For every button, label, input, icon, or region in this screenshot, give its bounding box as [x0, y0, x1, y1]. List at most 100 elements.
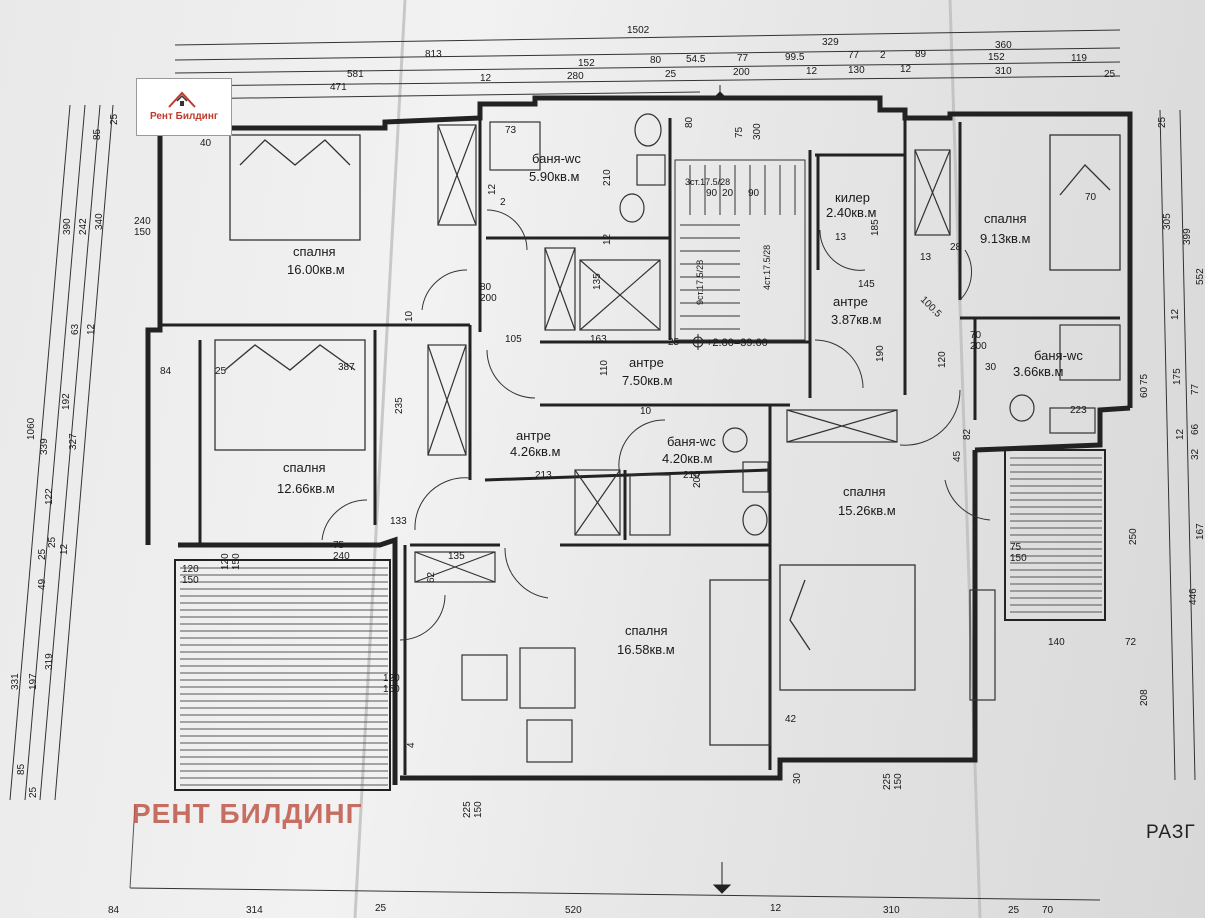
paper-fold [353, 0, 407, 918]
dim-label: 152 [988, 52, 1005, 63]
dim-label: 2 [880, 50, 886, 61]
dim-label: 63 [70, 323, 81, 335]
dim-label: 471 [330, 82, 347, 93]
dim-label: 25 [1157, 116, 1168, 128]
dim-label: 310 [995, 66, 1012, 77]
annotation-label: 387 [338, 362, 355, 373]
dim-label: 99.5 [785, 52, 805, 63]
dim-label: 340 [94, 213, 105, 230]
annotation-label: 13 [835, 232, 847, 243]
room-name: спалня [293, 244, 336, 259]
dim-label: 1060 [26, 417, 37, 440]
level-marker: +2.80=39.60 [690, 334, 768, 350]
paper-fold [948, 0, 982, 918]
dim-label: 175 [1172, 368, 1183, 385]
section-marker [710, 85, 732, 894]
bed-icon [779, 564, 916, 691]
logo-text: Рент Билдинг [149, 111, 219, 122]
dim-label: 85 [16, 763, 27, 775]
annotation-label: 225 [882, 773, 893, 790]
dim-label: 242 [78, 218, 89, 235]
annotation-label: 120 [937, 351, 948, 368]
dim-label: 66 [1190, 423, 1201, 435]
room-area: 15.26кв.м [838, 503, 896, 518]
door-size-label: 200 [970, 341, 987, 352]
dim-label: 12 [59, 543, 70, 555]
room-name: баня-wc [1034, 348, 1083, 363]
room-area: 12.66кв.м [277, 481, 335, 496]
annotation-label: 120 [383, 673, 400, 684]
dim-label: 12 [86, 323, 97, 335]
bed-icon [789, 579, 811, 651]
room-area: 4.20кв.м [662, 451, 713, 466]
dim-label: 12 [806, 66, 818, 77]
room-name: спалня [283, 460, 326, 475]
right-dimension-lines [1159, 109, 1196, 781]
room-name: килер [835, 190, 870, 205]
dim-label: 310 [883, 905, 900, 916]
annotation-label: 200 [692, 471, 703, 488]
annotation-label: 73 [505, 125, 517, 136]
bed-icon [224, 344, 356, 371]
room-labels: баня-wc 5.90кв.м спалня 16.00кв.м спалня… [277, 151, 1083, 657]
annotation-label: 12 [487, 183, 498, 195]
dim-label: 80 [650, 55, 662, 66]
room-name: антре [833, 294, 868, 309]
bed-icon [1059, 164, 1111, 196]
dim-label: 25 [1008, 905, 1020, 916]
dim-label: 54.5 [686, 54, 706, 65]
annotation-label: 213 [535, 470, 552, 481]
annotation-label: 225 [462, 801, 473, 818]
annotation-label: 133 [390, 516, 407, 527]
bottom-dimension-texts: 84 314 25 520 12 310 25 70 [108, 903, 1054, 916]
top-dimension-lines [174, 29, 1121, 100]
dim-label: 197 [28, 673, 39, 690]
dim-label: 319 [44, 653, 55, 670]
annotation-label: 240 [134, 216, 151, 227]
annotation-label: 25 [668, 337, 680, 348]
dim-label: 152 [578, 58, 595, 69]
annotation-label: 30 [792, 772, 803, 784]
balcony-right-stripes [1010, 457, 1102, 613]
dim-label: 85 [92, 128, 103, 140]
annotation-label: 120 [220, 553, 231, 570]
dim-label: 552 [1195, 268, 1205, 285]
annotation-label: 145 [858, 279, 875, 290]
site-boundary [129, 804, 136, 889]
annotation-label: 75 [1010, 542, 1022, 553]
annotation-label: 210 [683, 470, 700, 481]
outer-walls [145, 95, 1133, 785]
annotation-label: 4 [406, 742, 417, 748]
dim-label: 360 [995, 40, 1012, 51]
dim-label: 250 [1128, 528, 1139, 545]
dim-label: 25 [28, 786, 39, 798]
dim-label: 77 [1190, 383, 1201, 395]
room-area: 3.87кв.м [831, 312, 882, 327]
annotation-label: 70 [1085, 192, 1097, 203]
balcony-left-stripes [180, 567, 388, 786]
watermark: РЕНТ БИЛДИНГ [132, 798, 363, 829]
room-name: антре [629, 355, 664, 370]
dim-label: 167 [1195, 523, 1205, 540]
stair-label: 9ст.17.5/28 [695, 260, 705, 305]
annotation-label: 28 [950, 242, 962, 253]
bed-symbols [214, 134, 1121, 746]
dim-label: 130 [848, 65, 865, 76]
annotation-label: 60 [1139, 386, 1150, 398]
annotation-label: 150 [893, 773, 904, 790]
dim-label: 327 [68, 433, 79, 450]
dim-label: 305 [1162, 213, 1173, 230]
dim-label: 12 [770, 903, 782, 914]
annotation-label: 42 [785, 714, 797, 725]
dim-label: 208 [1139, 689, 1150, 706]
room-area: 16.00кв.м [287, 262, 345, 277]
annotation-label: 30 [985, 362, 997, 373]
dim-label: 25 [375, 903, 387, 914]
dim-label: 390 [62, 218, 73, 235]
stair-label: 4ст.17.5/28 [762, 245, 772, 290]
bed-icon [229, 134, 361, 241]
bath-fixtures [489, 113, 1121, 536]
staircase [674, 159, 806, 341]
annotation-label: 190 [875, 345, 886, 362]
